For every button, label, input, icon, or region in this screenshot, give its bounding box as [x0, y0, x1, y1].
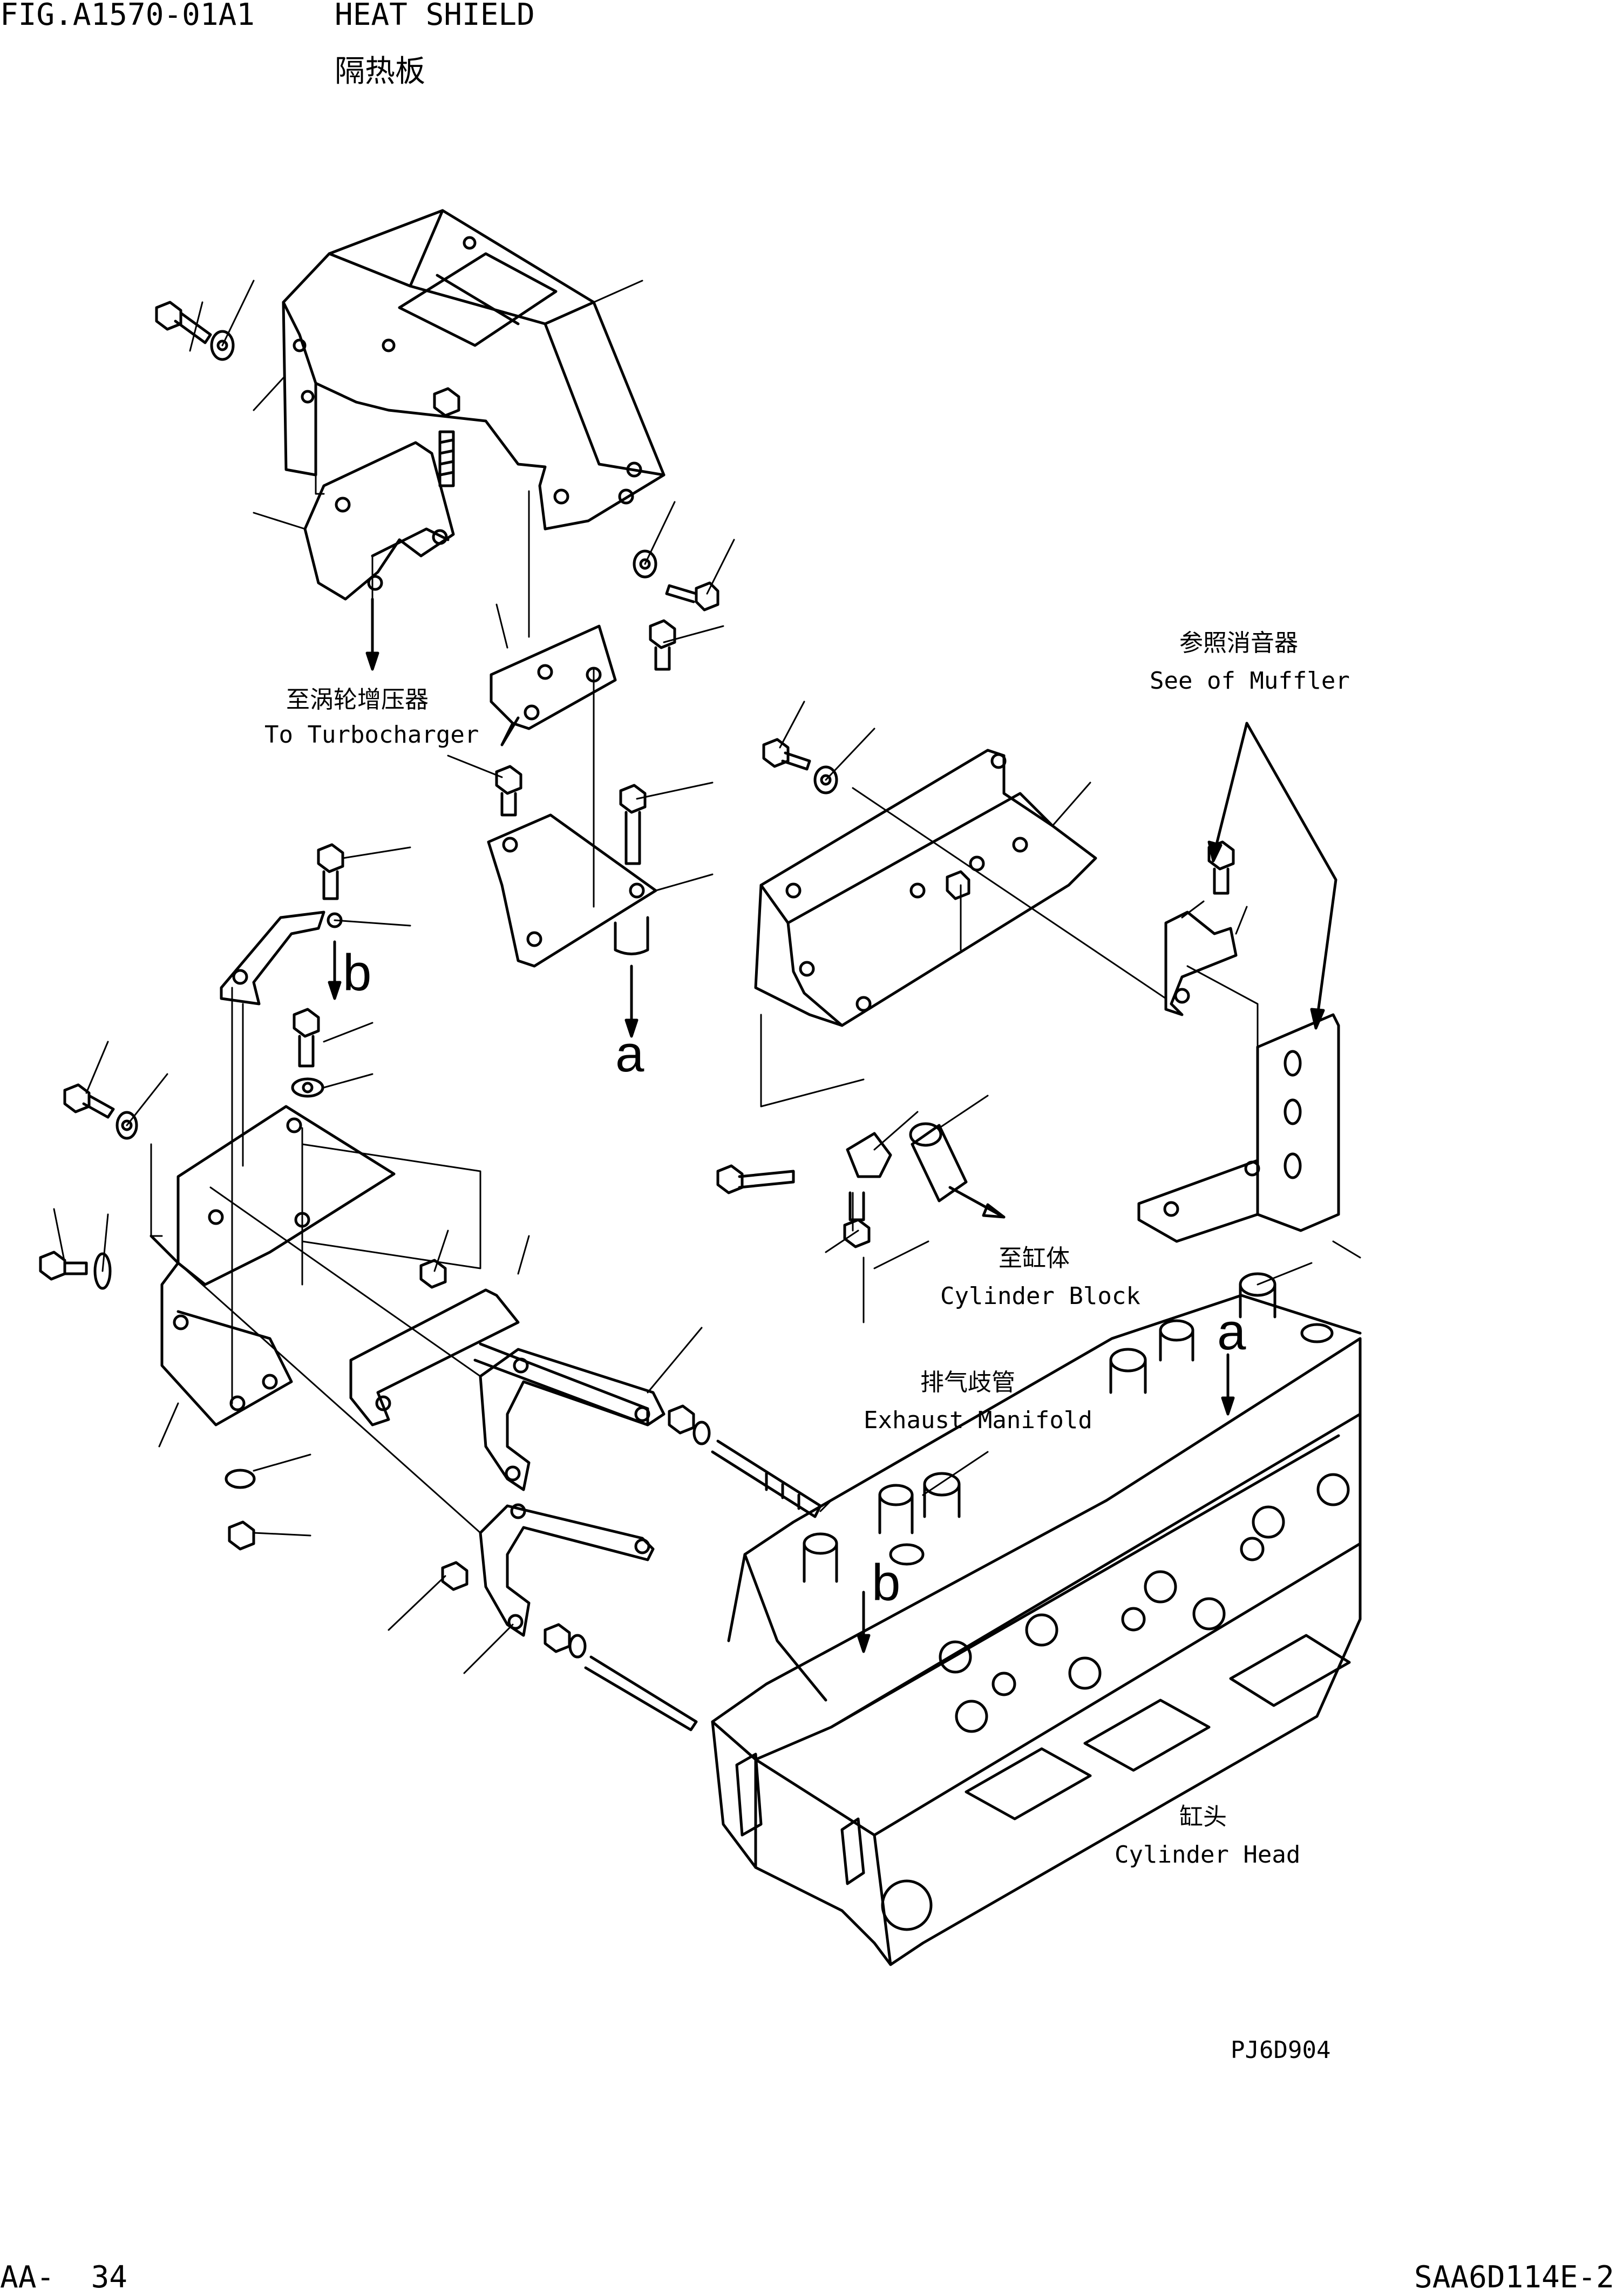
figure-title-cn: 隔热板	[335, 54, 425, 89]
u-bracket-upper	[349, 1288, 650, 1426]
figure-number: FIG.A1570-01A1	[0, 0, 255, 32]
u-bracket-middle	[479, 1348, 666, 1491]
cylinder-block-label-en: Cylinder Block	[940, 1282, 1140, 1310]
exhaust-ports	[803, 1272, 1334, 1583]
drawing-code: PJ6D904	[1231, 2036, 1331, 2064]
muffler-label-cn: 参照消音器	[1179, 629, 1298, 657]
lower-heat-plate	[487, 813, 657, 968]
upper-heat-shield-cover	[282, 209, 666, 531]
marker-b-left: b	[343, 944, 372, 1002]
bolt-set-right	[762, 738, 1235, 900]
cylinder-head-label-cn: 缸头	[1179, 1803, 1227, 1831]
left-lower-shield	[150, 1105, 396, 1426]
model-code: SAA6D114E-2	[1414, 2260, 1614, 2295]
figure-title-en: HEAT SHIELD	[335, 0, 535, 32]
leader-lines	[53, 280, 1361, 1674]
left-small-bracket	[220, 843, 344, 1098]
studs-and-nuts	[419, 1259, 822, 1731]
muffler-label-en: See of Muffler	[1150, 667, 1350, 695]
cylinder-head-label-en: Cylinder Head	[1115, 1841, 1301, 1869]
marker-a-upper: a	[615, 1025, 644, 1083]
turbo-label-en: To Turbocharger	[264, 721, 479, 749]
cylinder-block-label-cn: 至缸体	[999, 1245, 1070, 1272]
upper-left-bracket	[303, 441, 455, 601]
exhaust-manifold-label-en: Exhaust Manifold	[864, 1407, 1092, 1434]
marker-a-head: a	[1217, 1303, 1246, 1361]
u-bracket-lower	[479, 1503, 655, 1637]
exhaust-manifold-label-cn: 排气歧管	[920, 1369, 1015, 1396]
bolt-set-left	[39, 1083, 256, 1551]
collar-and-bolt	[716, 1122, 1006, 1248]
valve-pockets	[939, 1473, 1351, 1821]
alignment-lines	[150, 474, 1259, 1534]
mid-bracket	[490, 624, 617, 746]
marker-b-head: b	[872, 1554, 901, 1612]
turbo-label-cn: 至涡轮增压器	[286, 686, 429, 714]
stud-bolt-upper	[433, 387, 460, 487]
page-number: AA- 34	[0, 2260, 128, 2295]
cylinder-head	[711, 1294, 1362, 1966]
exhaust-manifold-shield	[754, 749, 1097, 1027]
direction-arrows	[328, 597, 1337, 1653]
bolt-set-upper	[155, 301, 719, 865]
muffler-support-bracket	[1137, 911, 1340, 1243]
